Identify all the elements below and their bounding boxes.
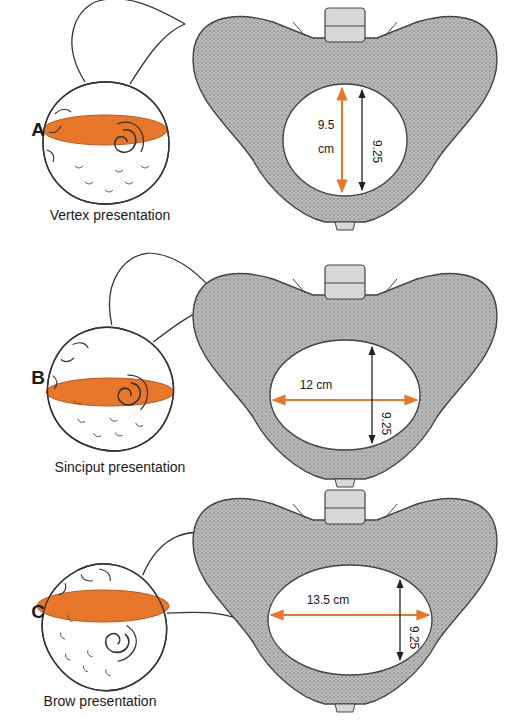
presentation-caption: Brow presentation: [44, 694, 157, 709]
head-diameter-arrow: [271, 614, 429, 616]
inlet-diameter-arrow: [371, 347, 372, 443]
panel-letter: C: [31, 602, 45, 623]
pelvic-inlet: [283, 84, 407, 196]
fetal-head: [43, 0, 185, 204]
pelvic-inlet: [268, 565, 432, 675]
dimension-value: 9.5: [318, 119, 335, 132]
dimension-value: 13.5 cm: [307, 594, 350, 607]
fetal-head-outline: [19, 541, 191, 714]
pelvic-inlet: [270, 340, 420, 450]
dimension-value: 9.25: [407, 626, 420, 649]
fetal-head-outline: [43, 82, 169, 204]
presentation-caption: Sinciput presentation: [55, 460, 186, 475]
fetal-head-outline: [31, 310, 191, 468]
inlet-diameter-arrow: [361, 90, 362, 190]
dimension-value: 9.25: [379, 412, 392, 435]
dimension-value: 12 cm: [300, 379, 333, 392]
panel-letter: A: [31, 120, 45, 141]
head-diameter-arrow: [273, 399, 417, 401]
dimension-unit: cm: [318, 143, 334, 156]
head-diameter-band: [37, 590, 169, 622]
pelvis: [193, 265, 497, 487]
dimension-value: 9.25: [370, 140, 383, 163]
head-diameter-arrow: [341, 88, 343, 192]
panel-letter: B: [31, 368, 45, 389]
presentation-caption: Vertex presentation: [50, 208, 171, 223]
head-diameter-band: [46, 378, 174, 406]
inlet-diameter-arrow: [399, 580, 400, 660]
pelvis: [193, 8, 497, 230]
pelvis: [193, 490, 497, 712]
head-diameter-band: [43, 115, 167, 145]
